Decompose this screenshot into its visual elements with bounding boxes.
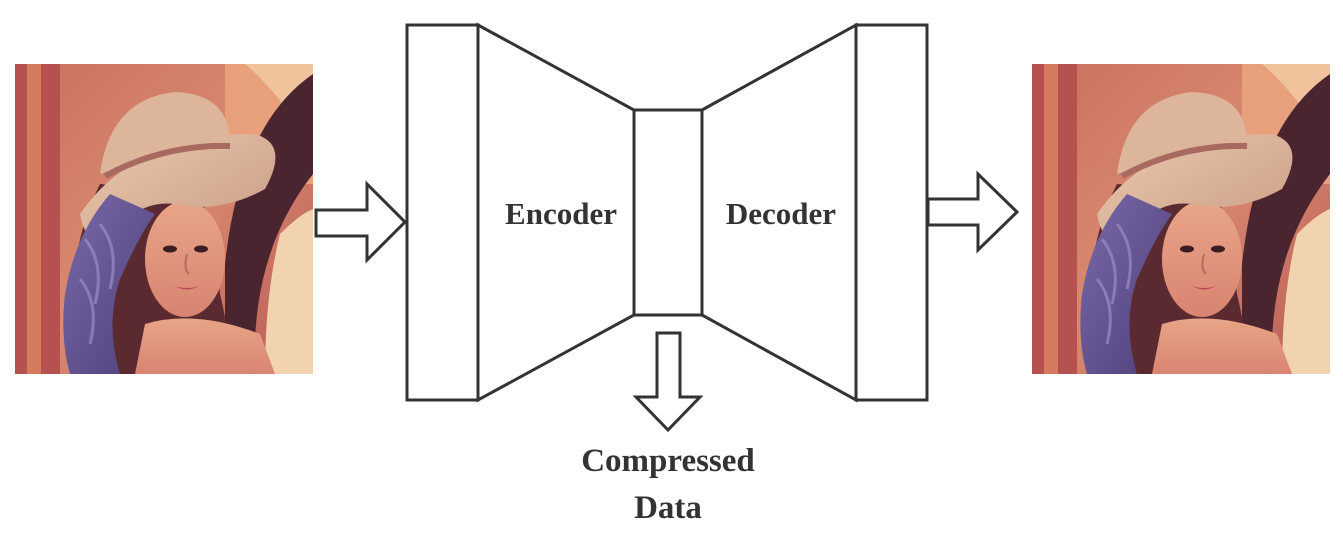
arrow-right-icon xyxy=(926,170,1020,254)
encoder-label: Encoder xyxy=(505,196,617,231)
arrow-down-icon xyxy=(632,331,704,433)
output-image xyxy=(1032,64,1330,374)
encoder-input-layer xyxy=(405,23,480,402)
arrow-right-icon xyxy=(314,180,408,264)
compressed-data-label-line2: Data xyxy=(634,490,702,526)
bottleneck-layer xyxy=(632,108,704,317)
decoder-label: Decoder xyxy=(726,196,836,231)
input-image xyxy=(15,64,313,374)
compressed-data-label-line1: Compressed xyxy=(581,443,755,479)
decoder-output-layer xyxy=(854,23,929,402)
